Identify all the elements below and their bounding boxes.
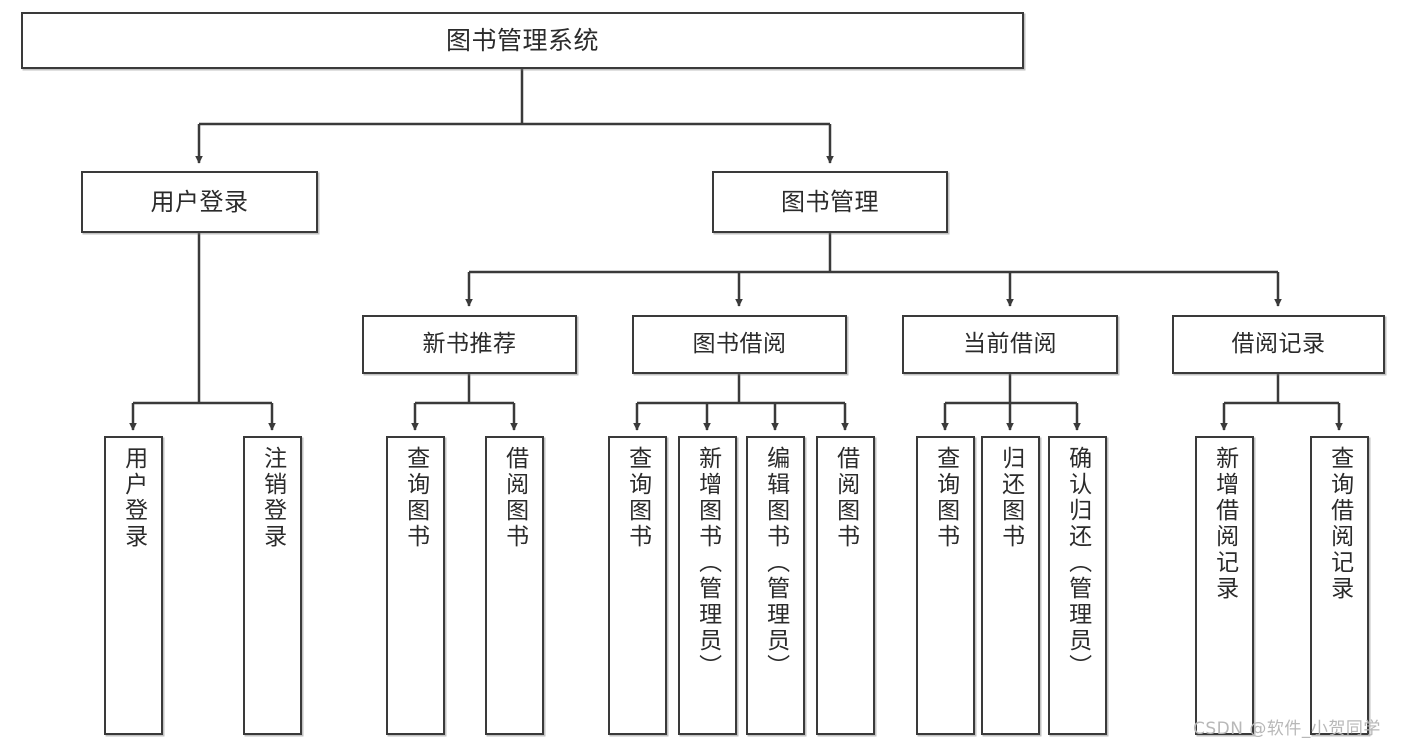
node-user-login-label: 用户登录 <box>150 187 249 216</box>
node-leaf-record-query-label: 查询借阅记录 <box>1326 446 1353 602</box>
node-new-book-recommend[interactable]: 新书推荐 <box>362 315 577 374</box>
node-book-manage-label: 图书管理 <box>781 187 879 216</box>
node-leaf-user-login[interactable]: 用户登录 <box>104 436 163 735</box>
node-user-login[interactable]: 用户登录 <box>81 171 318 233</box>
node-leaf-borrow-add-book-label: 新增图书（管理员） <box>694 446 721 680</box>
node-leaf-user-logout-label: 注销登录 <box>259 446 286 550</box>
node-root-label: 图书管理系统 <box>445 25 599 55</box>
node-leaf-recommend-borrow-book-label: 借阅图书 <box>501 446 528 550</box>
node-leaf-recommend-query-book[interactable]: 查询图书 <box>386 436 445 735</box>
node-leaf-record-query[interactable]: 查询借阅记录 <box>1310 436 1369 735</box>
node-current-borrow-label: 当前借阅 <box>963 330 1057 357</box>
node-book-borrow-label: 图书借阅 <box>692 330 787 357</box>
node-new-book-recommend-label: 新书推荐 <box>422 330 517 357</box>
node-leaf-current-query-book[interactable]: 查询图书 <box>916 436 975 735</box>
node-leaf-borrow-lend-book-label: 借阅图书 <box>832 446 859 550</box>
node-current-borrow[interactable]: 当前借阅 <box>902 315 1118 374</box>
node-leaf-current-query-book-label: 查询图书 <box>932 446 959 550</box>
node-book-borrow[interactable]: 图书借阅 <box>632 315 847 374</box>
node-leaf-current-return-book[interactable]: 归还图书 <box>981 436 1040 735</box>
node-leaf-current-confirm-return-label: 确认归还（管理员） <box>1064 446 1091 680</box>
node-leaf-current-return-book-label: 归还图书 <box>997 446 1024 550</box>
node-leaf-borrow-query-book[interactable]: 查询图书 <box>608 436 667 735</box>
node-leaf-borrow-lend-book[interactable]: 借阅图书 <box>816 436 875 735</box>
node-borrow-record[interactable]: 借阅记录 <box>1172 315 1385 374</box>
node-leaf-user-logout[interactable]: 注销登录 <box>243 436 302 735</box>
csdn-watermark: CSDN @软件_小贺同学 <box>1193 719 1381 739</box>
node-leaf-borrow-edit-book-label: 编辑图书（管理员） <box>762 446 789 680</box>
node-leaf-borrow-add-book[interactable]: 新增图书（管理员） <box>678 436 737 735</box>
node-leaf-borrow-edit-book[interactable]: 编辑图书（管理员） <box>746 436 805 735</box>
node-borrow-record-label: 借阅记录 <box>1231 330 1326 357</box>
node-leaf-record-add[interactable]: 新增借阅记录 <box>1195 436 1254 735</box>
node-book-manage[interactable]: 图书管理 <box>712 171 948 233</box>
node-leaf-recommend-borrow-book[interactable]: 借阅图书 <box>485 436 544 735</box>
node-root[interactable]: 图书管理系统 <box>21 12 1024 69</box>
node-leaf-borrow-query-book-label: 查询图书 <box>624 446 651 550</box>
node-leaf-recommend-query-book-label: 查询图书 <box>402 446 429 550</box>
node-leaf-record-add-label: 新增借阅记录 <box>1211 446 1238 602</box>
node-leaf-user-login-label: 用户登录 <box>120 446 147 550</box>
node-leaf-current-confirm-return[interactable]: 确认归还（管理员） <box>1048 436 1107 735</box>
